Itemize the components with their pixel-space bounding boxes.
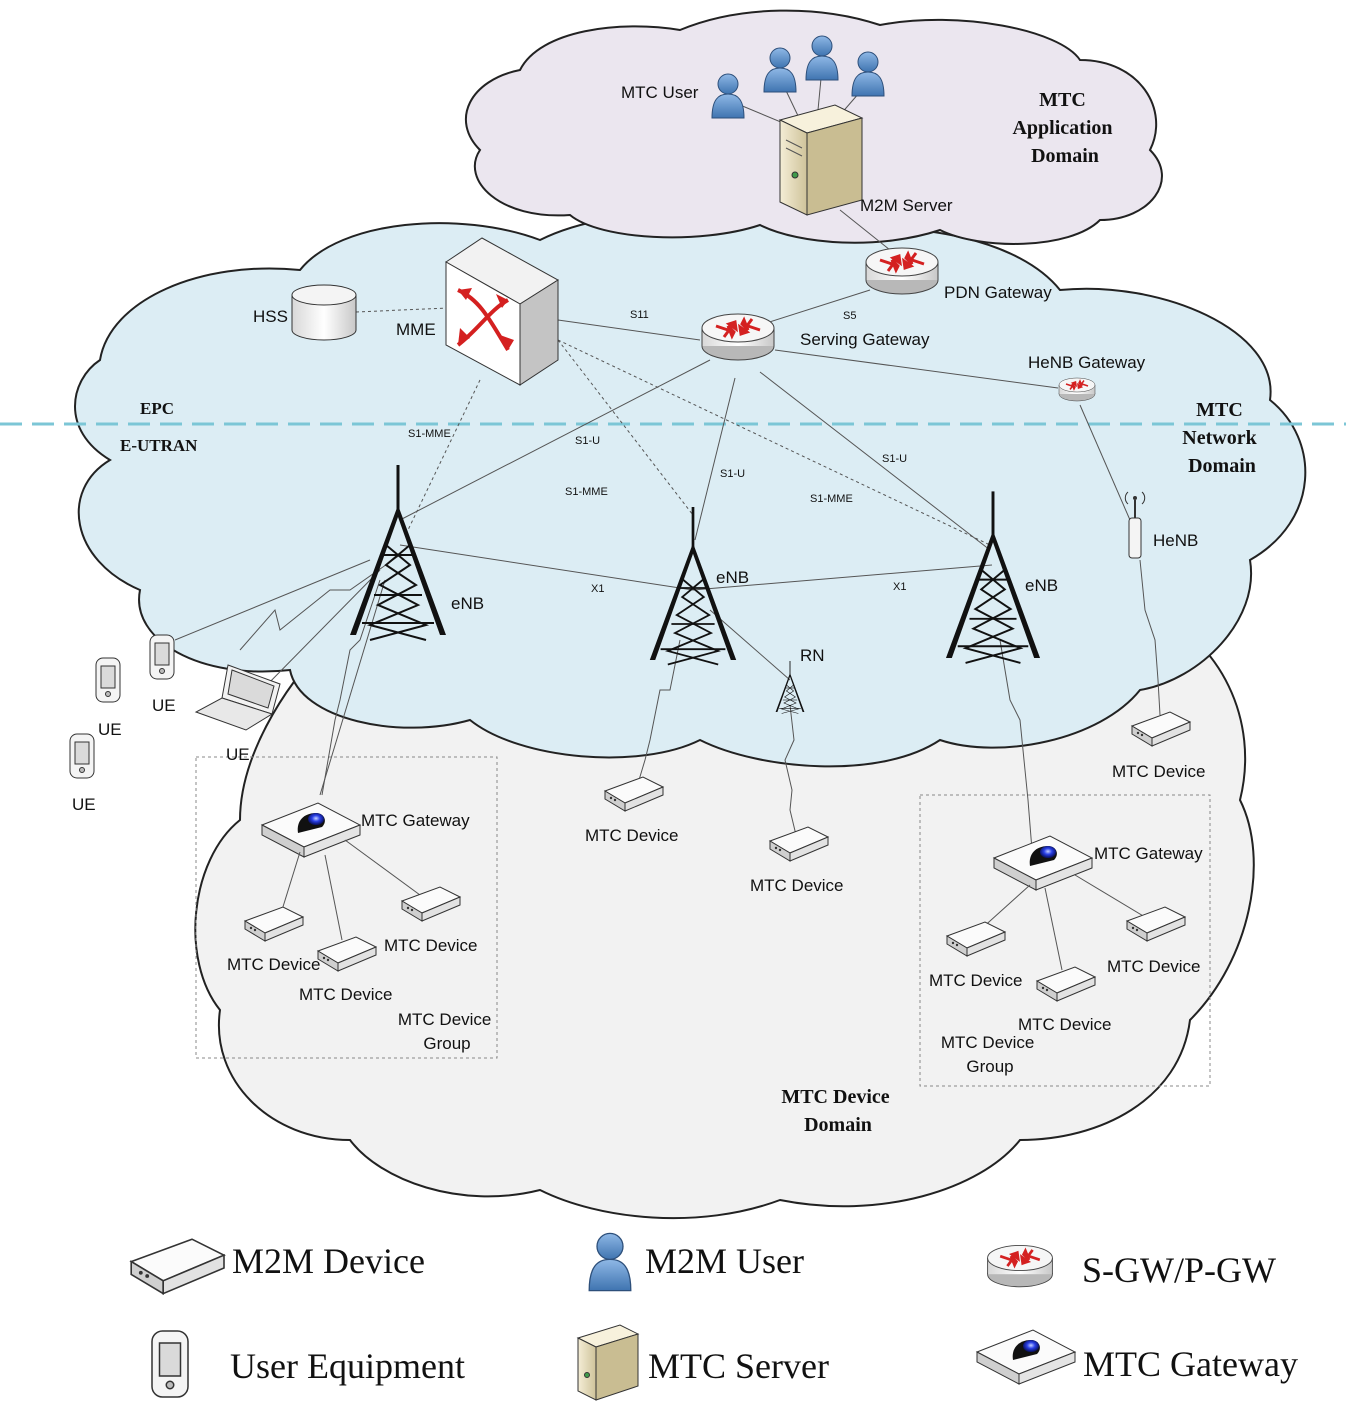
henb-gateway-router: [1058, 377, 1096, 402]
pdn-gateway-label: PDN Gateway: [944, 283, 1052, 302]
s1-u-label-1: S1-U: [575, 435, 600, 447]
legend-mtc-server-icon: [576, 1324, 640, 1401]
legend-m2m-user-icon: [588, 1232, 632, 1292]
enb-label-middle: eNB: [716, 568, 749, 587]
mtc-device-label-right-1: MTC Device: [929, 971, 1023, 990]
henb-gateway-label: HeNB Gateway: [1028, 353, 1146, 372]
serving-gateway-label: Serving Gateway: [800, 330, 930, 349]
serving-gateway-router: [700, 312, 776, 362]
network-domain-title: MTC Network Domain: [1182, 399, 1261, 477]
m2m-server-label: M2M Server: [860, 196, 953, 215]
mtc-device-label-rn: MTC Device: [750, 876, 844, 895]
device-group-box-right: [919, 794, 1211, 1087]
app-domain-title: MTC Application Domain: [1012, 89, 1117, 167]
henb-antenna: [1124, 491, 1146, 559]
s1-mme-label-1: S1-MME: [408, 428, 451, 440]
eutran-label: E-UTRAN: [120, 436, 198, 455]
mtc-user-label: MTC User: [621, 83, 699, 102]
legend-mtc-gateway-icon: [976, 1329, 1076, 1385]
mtc-device-label-right-3: MTC Device: [1107, 957, 1201, 976]
enb-label-left: eNB: [451, 594, 484, 613]
legend: M2M Device M2M User S-GW/P-GW User Equip…: [130, 1232, 1298, 1401]
ue-label-laptop: UE: [226, 745, 250, 764]
mtc-gateway-label-right: MTC Gateway: [1094, 844, 1203, 863]
legend-mtc-gateway-label: MTC Gateway: [1083, 1344, 1298, 1384]
s1-mme-label-3: S1-MME: [810, 493, 853, 505]
ue-phone-1: [149, 634, 175, 680]
ue-label-2: UE: [98, 720, 122, 739]
mtc-device-label-left-1: MTC Device: [227, 955, 321, 974]
x1-label-1: X1: [591, 583, 604, 595]
mme-switch: [445, 237, 559, 386]
rn-label: RN: [800, 646, 825, 665]
mtc-device-label-right-2: MTC Device: [1018, 1015, 1112, 1034]
x1-label-2: X1: [893, 581, 906, 593]
device-group-label-left: MTC Device Group: [398, 1010, 496, 1053]
s1-mme-label-2: S1-MME: [565, 486, 608, 498]
ue-laptop: [194, 664, 281, 731]
m2m-server: [778, 104, 864, 216]
mtc-gateway-label-left: MTC Gateway: [361, 811, 470, 830]
henb-label: HeNB: [1153, 531, 1198, 550]
mtc-device-label-henb: MTC Device: [1112, 762, 1206, 781]
ue-label-1: UE: [152, 696, 176, 715]
enb-label-right: eNB: [1025, 576, 1058, 595]
s5-label: S5: [843, 310, 856, 322]
ue-label-3: UE: [72, 795, 96, 814]
s1-u-label-2: S1-U: [882, 453, 907, 465]
legend-sgw-pgw-icon: [986, 1244, 1054, 1289]
legend-sgw-pgw-label: S-GW/P-GW: [1082, 1250, 1276, 1290]
legend-user-equipment-icon: [151, 1330, 189, 1398]
mme-label: MME: [396, 320, 436, 339]
hss-database: [291, 284, 357, 341]
s11-label: S11: [630, 309, 649, 321]
legend-mtc-server-label: MTC Server: [648, 1346, 829, 1386]
ue-phone-3: [69, 733, 95, 779]
gateway-device-links: [281, 839, 1151, 971]
radio-links: [239, 554, 1161, 851]
device-domain-cloud: [194, 608, 1255, 1220]
hss-label: HSS: [253, 307, 288, 326]
device-group-label-right: MTC Device Group: [941, 1033, 1039, 1076]
mtc-device-label-left-3: MTC Device: [384, 936, 478, 955]
legend-m2m-device-label: M2M Device: [232, 1241, 425, 1281]
legend-m2m-device-icon: [130, 1238, 225, 1295]
mtc-device-label-left-2: MTC Device: [299, 985, 393, 1004]
pdn-gateway-router: [864, 246, 940, 296]
device-group-box-left: [195, 756, 498, 1059]
mtc-device-label-enb: MTC Device: [585, 826, 679, 845]
legend-user-equipment-label: User Equipment: [230, 1346, 465, 1386]
device-domain-title: MTC Device Domain: [781, 1086, 894, 1136]
s1-u-label-3: S1-U: [720, 468, 745, 480]
epc-label: EPC: [140, 399, 174, 418]
legend-m2m-user-label: M2M User: [645, 1241, 804, 1281]
ue-phone-2: [95, 657, 121, 703]
